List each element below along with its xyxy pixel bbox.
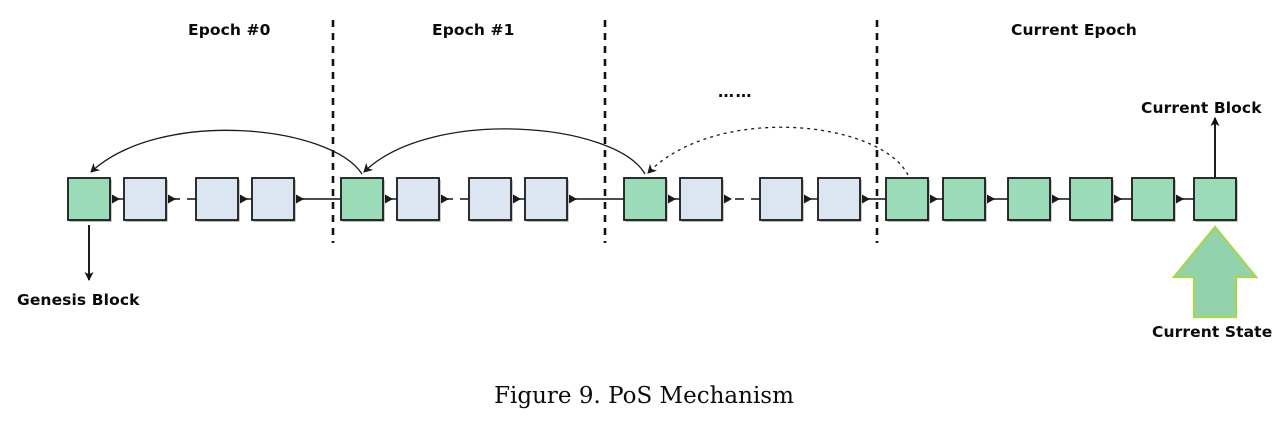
checkpoint-curve-0 (90, 129, 363, 175)
block-e2-3[interactable] (817, 177, 861, 221)
checkpoint-curve-2 (647, 126, 909, 176)
block-cur-1[interactable] (942, 177, 986, 221)
block-e2-2[interactable] (759, 177, 803, 221)
checkpoint-curve-1 (363, 128, 646, 175)
block-e1-3[interactable] (524, 177, 568, 221)
block-cur-3[interactable] (1069, 177, 1113, 221)
block-e1-1[interactable] (396, 177, 440, 221)
current-state-big-arrow (1171, 225, 1259, 319)
block-e2-1[interactable] (679, 177, 723, 221)
genesis-block-label: Genesis Block (17, 291, 140, 309)
block-e1-checkpoint[interactable] (340, 177, 384, 221)
block-cur-checkpoint[interactable] (885, 177, 929, 221)
current-state-label: Current State (1152, 323, 1273, 341)
checkpoint-curve-group (90, 126, 909, 176)
pointer-arrow-group (84, 117, 1259, 319)
epoch-divider-group (331, 20, 879, 243)
block-e2-checkpoint[interactable] (623, 177, 667, 221)
epoch-0-label: Epoch #0 (188, 21, 271, 39)
block-current[interactable] (1193, 177, 1237, 221)
block-cur-2[interactable] (1007, 177, 1051, 221)
block-cur-4[interactable] (1131, 177, 1175, 221)
current-epoch-label: Current Epoch (1011, 21, 1137, 39)
figure-caption: Figure 9. PoS Mechanism (494, 383, 794, 409)
block-e0-3[interactable] (251, 177, 295, 221)
ellipsis-dots: …… (718, 82, 753, 101)
epoch-1-label: Epoch #1 (432, 21, 515, 39)
block-genesis[interactable] (67, 177, 111, 221)
block-e0-2[interactable] (195, 177, 239, 221)
block-e1-2[interactable] (468, 177, 512, 221)
block-e0-1[interactable] (123, 177, 167, 221)
current-block-label: Current Block (1141, 99, 1262, 117)
